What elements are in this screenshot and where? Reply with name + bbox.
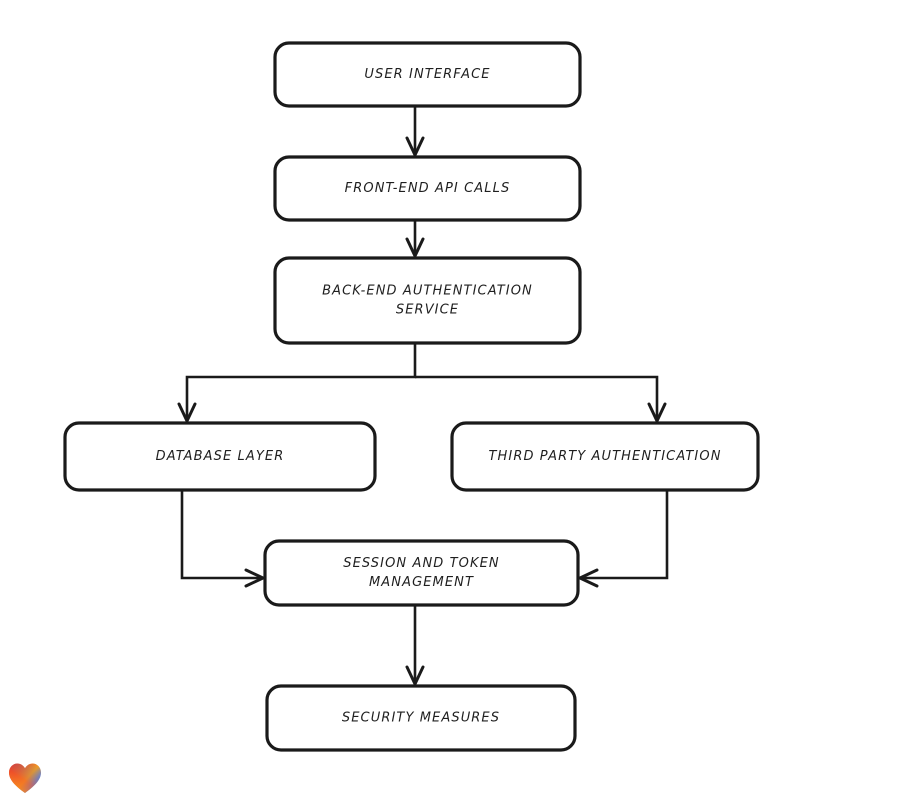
edge-ui-to-api — [405, 106, 425, 157]
edge-database-to-session-arrowhead-icon — [244, 568, 265, 588]
heart-icon-svg — [9, 763, 41, 793]
node-session-and-token-management-box[interactable] — [263, 539, 580, 607]
node-front-end-api-calls-box[interactable] — [273, 155, 582, 222]
edge-third-party-to-session — [578, 490, 669, 588]
node-third-party-authentication-label: THIRD PARTY AUTHENTICATION — [488, 449, 721, 464]
node-session-and-token-management-label: MANAGEMENT — [369, 575, 474, 590]
edge-backend-to-database-arrowhead-icon — [177, 402, 197, 423]
edge-database-to-session — [180, 490, 265, 588]
edge-third-party-to-session-line — [583, 490, 669, 580]
edge-session-to-security-arrowhead-icon — [405, 665, 425, 686]
edge-backend-to-database — [177, 343, 417, 423]
edge-api-to-backend-arrowhead-icon — [405, 237, 425, 258]
node-database-layer[interactable]: DATABASE LAYER — [63, 421, 377, 492]
edge-api-to-backend — [405, 220, 425, 258]
node-back-end-authentication-service[interactable]: BACK-END AUTHENTICATION SERVICE — [273, 256, 582, 345]
node-back-end-authentication-service-label: BACK-END AUTHENTICATION — [322, 284, 533, 299]
edge-third-party-to-session-arrowhead-icon — [578, 568, 599, 588]
edge-backend-to-third-party — [415, 375, 667, 423]
node-back-end-authentication-service-box[interactable] — [273, 256, 582, 345]
node-user-interface[interactable]: USER INTERFACE — [273, 41, 582, 108]
edge-ui-to-api-arrowhead-icon — [405, 136, 425, 157]
edge-database-to-session-line — [180, 490, 260, 580]
node-front-end-api-calls-label: FRONT-END API CALLS — [345, 181, 511, 196]
node-back-end-authentication-service-label: SERVICE — [396, 303, 459, 318]
nodes-layer: USER INTERFACE FRONT-END API CALLS BACK-EN… — [63, 41, 760, 752]
node-user-interface-box[interactable] — [273, 41, 582, 108]
edge-session-to-security — [405, 605, 425, 686]
node-security-measures-box[interactable] — [265, 684, 577, 752]
node-database-layer-label: DATABASE LAYER — [156, 449, 285, 464]
edge-backend-to-database-line — [185, 343, 417, 418]
edge-backend-to-third-party-line — [415, 375, 659, 418]
node-front-end-api-calls[interactable]: FRONT-END API CALLS — [273, 155, 582, 222]
node-security-measures[interactable]: SECURITY MEASURES — [265, 684, 577, 752]
node-security-measures-label: SECURITY MEASURES — [342, 711, 500, 726]
node-session-and-token-management-label: SESSION AND TOKEN — [343, 556, 500, 571]
edge-backend-to-third-party-arrowhead-icon — [647, 402, 667, 423]
heart-icon — [8, 762, 42, 794]
node-third-party-authentication[interactable]: THIRD PARTY AUTHENTICATION — [450, 421, 760, 492]
edges-layer — [177, 106, 669, 686]
node-session-and-token-management[interactable]: SESSION AND TOKEN MANAGEMENT — [263, 539, 580, 607]
node-database-layer-box[interactable] — [63, 421, 377, 492]
node-user-interface-label: USER INTERFACE — [364, 67, 490, 82]
node-third-party-authentication-box[interactable] — [450, 421, 760, 492]
